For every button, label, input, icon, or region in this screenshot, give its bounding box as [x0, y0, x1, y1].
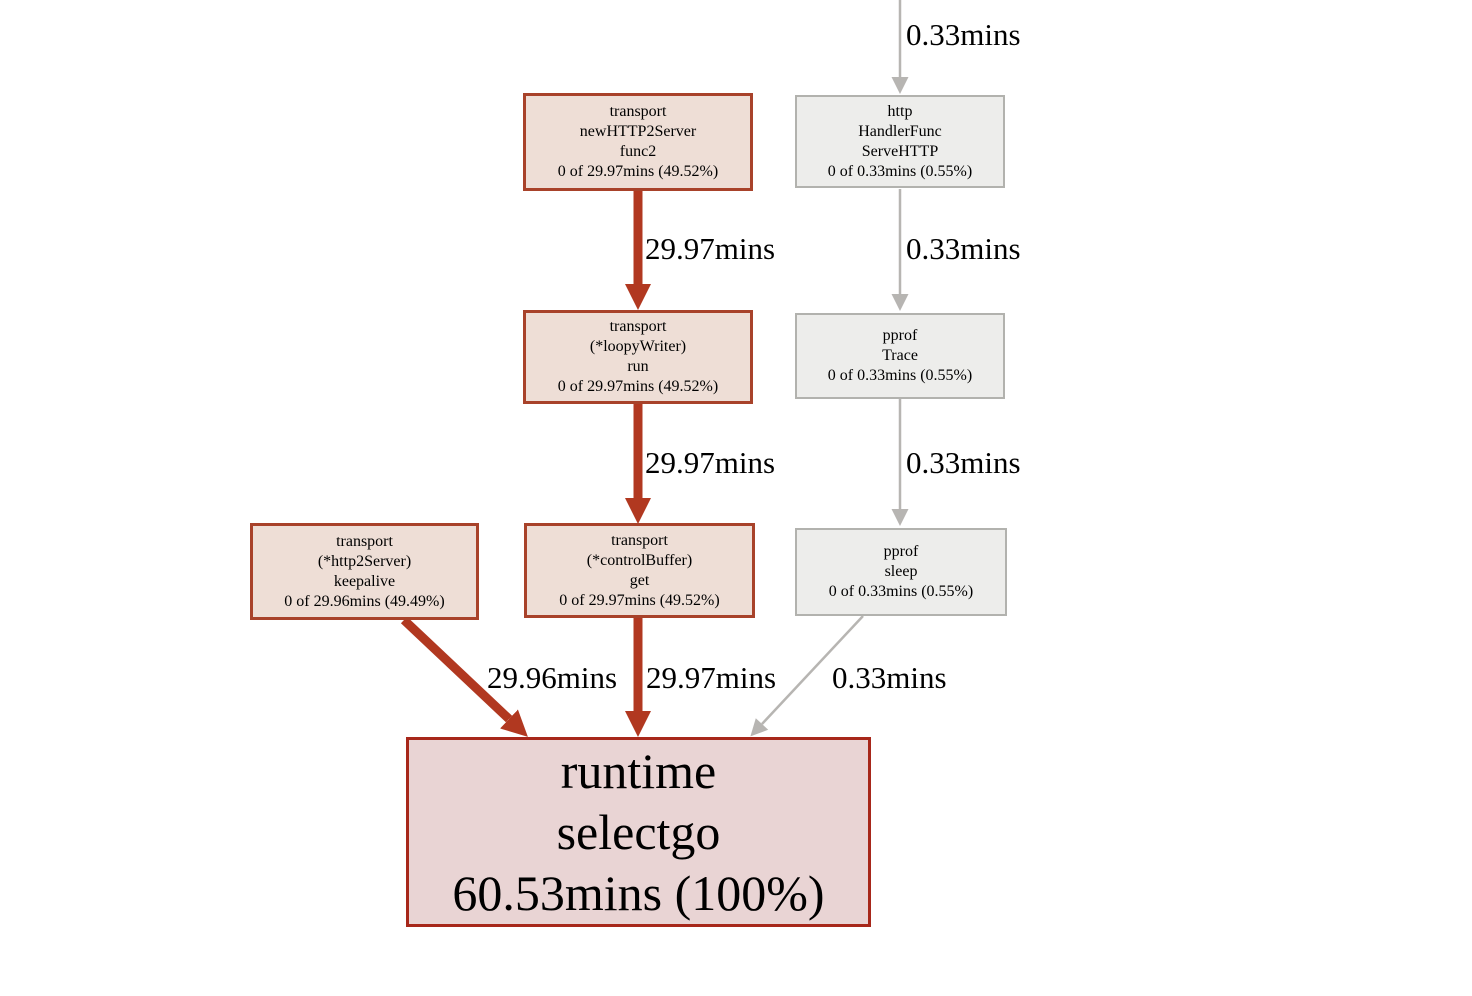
node-line: (*loopyWriter): [589, 338, 687, 355]
node-line: Trace: [882, 347, 918, 364]
edge-label-servehttp-trace: 0.33mins: [906, 231, 1021, 266]
node-line: transport: [609, 103, 667, 120]
node-line: http: [887, 102, 913, 120]
edge-arrow-sleep-to-selectgo: [750, 615, 864, 737]
node-line: get: [629, 571, 650, 589]
node-line: transport: [611, 531, 668, 549]
edge-label-get-selectgo: 29.97mins: [646, 660, 777, 695]
node-line: 0 of 29.96mins (49.49%): [284, 592, 445, 610]
node-line: pprof: [883, 543, 919, 560]
node-line: newHTTP2Server: [579, 123, 697, 140]
node-line: selectgo: [556, 803, 721, 860]
node-runtime-selectgo[interactable]: runtime selectgo 60.53mins (100%): [406, 737, 871, 927]
node-line: transport: [609, 318, 667, 335]
edge-label-root-servehttp: 0.33mins: [906, 17, 1021, 52]
edge-label-trace-sleep: 0.33mins: [906, 445, 1021, 480]
edge-label-func2-run: 29.97mins: [645, 231, 776, 266]
node-line: pprof: [882, 327, 918, 344]
node-line: runtime: [560, 742, 717, 799]
node-line: func2: [619, 143, 657, 160]
edge-label-run-get: 29.97mins: [645, 445, 776, 480]
edge-arrow-keepalive-to-selectgo: [400, 616, 528, 737]
node-line: transport: [336, 532, 393, 550]
node-line: run: [627, 358, 649, 375]
node-pprof-trace[interactable]: pprof Trace 0 of 0.33mins (0.55%): [795, 313, 1005, 399]
node-line: 0 of 29.97mins (49.52%): [559, 591, 720, 609]
node-line: sleep: [884, 563, 918, 580]
node-line: 0 of 0.33mins (0.55%): [828, 583, 974, 600]
node-line: (*controlBuffer): [586, 551, 693, 569]
node-transport-controlbuffer-get[interactable]: transport (*controlBuffer) get 0 of 29.9…: [524, 523, 755, 618]
node-line: 0 of 29.97mins (49.52%): [557, 163, 719, 180]
node-line: HandlerFunc: [858, 122, 942, 140]
node-http-handlerfunc-servehttp[interactable]: http HandlerFunc ServeHTTP 0 of 0.33mins…: [795, 95, 1005, 188]
node-line: keepalive: [333, 572, 396, 590]
edge-label-sleep-selectgo: 0.33mins: [832, 660, 947, 695]
node-transport-http2server-keepalive[interactable]: transport (*http2Server) keepalive 0 of …: [250, 523, 479, 620]
node-line: (*http2Server): [317, 552, 412, 570]
node-line: ServeHTTP: [861, 142, 939, 160]
node-line: 0 of 0.33mins (0.55%): [827, 162, 973, 180]
node-line: 60.53mins (100%): [452, 864, 825, 921]
node-pprof-sleep[interactable]: pprof sleep 0 of 0.33mins (0.55%): [795, 528, 1007, 616]
node-line: 0 of 0.33mins (0.55%): [827, 367, 973, 384]
edge-label-keepalive-selectgo: 29.96mins: [487, 660, 618, 695]
node-line: 0 of 29.97mins (49.52%): [557, 378, 719, 395]
node-transport-loopywriter-run[interactable]: transport (*loopyWriter) run 0 of 29.97m…: [523, 310, 753, 404]
node-transport-newhttp2server-func2[interactable]: transport newHTTP2Server func2 0 of 29.9…: [523, 93, 753, 191]
